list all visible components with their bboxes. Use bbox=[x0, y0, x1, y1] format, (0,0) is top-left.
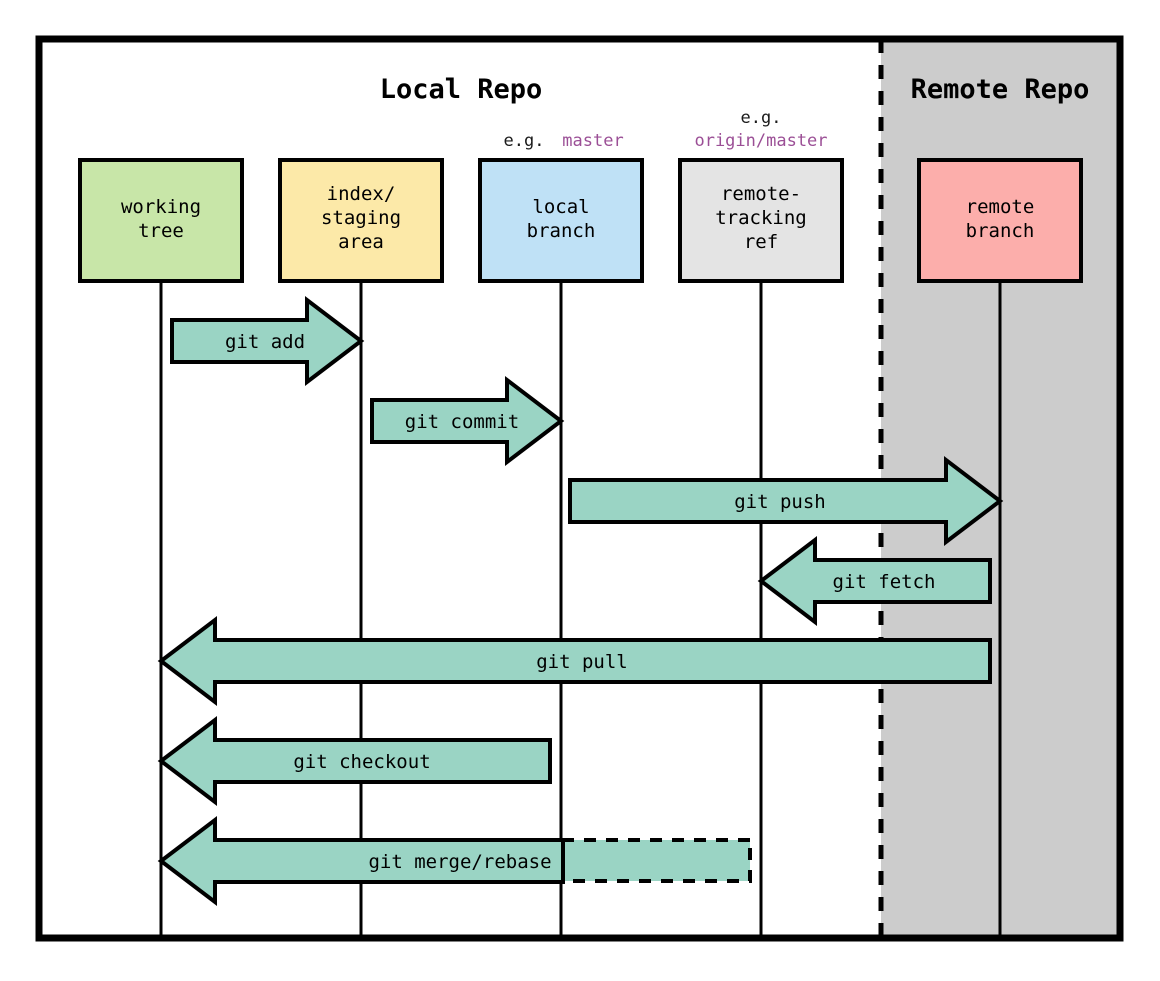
arrow-shape-git-pull[interactable] bbox=[157, 615, 992, 707]
node-box-index-staging-area[interactable] bbox=[278, 158, 444, 283]
arrow-shape-git-fetch[interactable] bbox=[757, 535, 992, 627]
eg-label-remote-tracking-value: origin/master bbox=[694, 131, 827, 151]
eg-label-remote-tracking-prefix: e.g. bbox=[741, 108, 782, 128]
node-box-remote-tracking-ref[interactable] bbox=[678, 158, 844, 283]
eg-label-local-branch-value: master bbox=[562, 131, 623, 151]
eg-label-local-branch-prefix: e.g. bbox=[504, 131, 545, 151]
node-box-working-tree[interactable] bbox=[78, 158, 244, 283]
arrow-shape-git-push[interactable] bbox=[568, 455, 1004, 547]
arrow-shape-git-checkout[interactable] bbox=[157, 715, 552, 807]
arrow-shape-git-add[interactable] bbox=[170, 295, 365, 387]
arrow-shape-git-commit[interactable] bbox=[370, 375, 565, 467]
arrow-shape-git-merge-rebase-tail[interactable] bbox=[559, 838, 752, 883]
zone-title-local: Local Repo bbox=[380, 74, 543, 105]
node-box-local-branch[interactable] bbox=[478, 158, 644, 283]
arrow-shape-git-merge-rebase[interactable] bbox=[157, 815, 565, 907]
node-box-remote-branch[interactable] bbox=[917, 158, 1083, 283]
diagram-border bbox=[35, 35, 1124, 942]
